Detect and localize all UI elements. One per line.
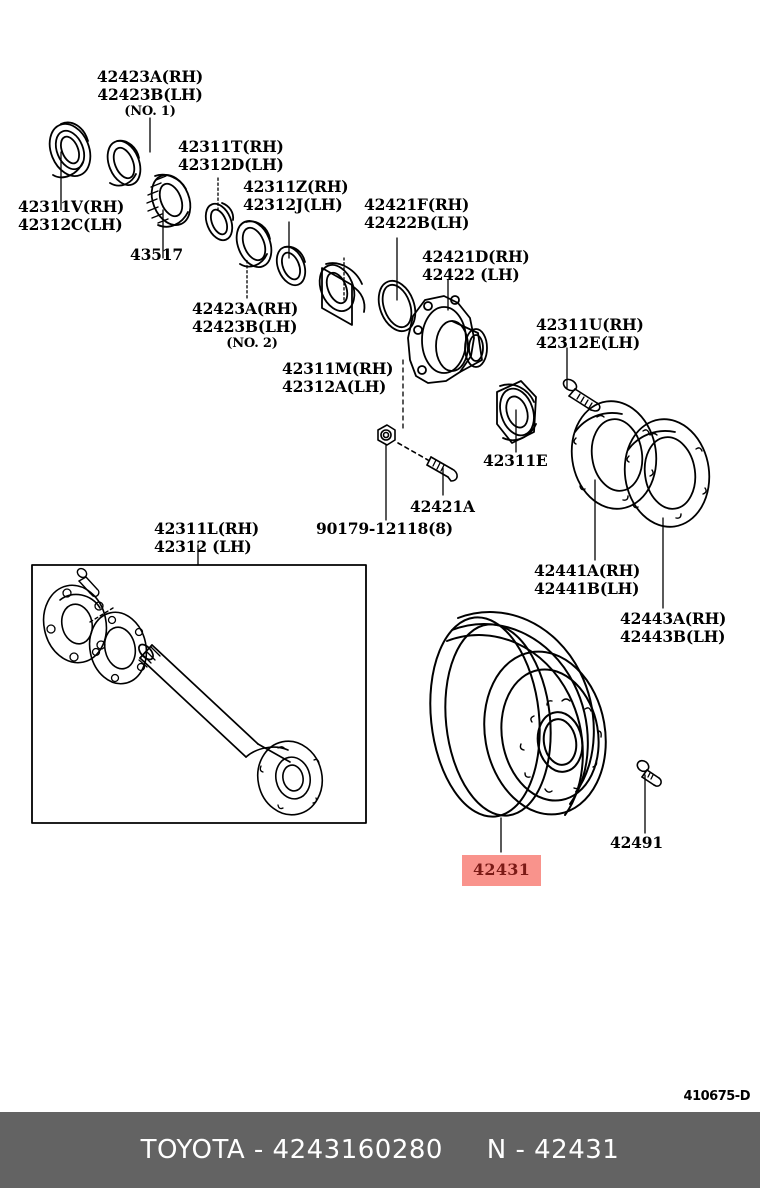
- footer-part-reference: TOYOTA - 4243160280 N - 42431: [140, 1135, 620, 1165]
- footer-bar: TOYOTA - 4243160280 N - 42431: [0, 1112, 760, 1188]
- part-label-42311z: 42311Z(RH) 42312J(LH): [243, 177, 349, 214]
- part-label-42311m: 42311M(RH) 42312A(LH): [282, 359, 394, 396]
- part-label-43517: 43517: [130, 245, 183, 264]
- part-label-no1-suffix: (NO. 1): [124, 104, 176, 119]
- part-label-42423a-no2: 42423A(RH) 42423B(LH): [192, 299, 299, 336]
- part-label-42491: 42491: [610, 833, 663, 852]
- part-label-90179: 90179-12118(8): [316, 519, 453, 538]
- part-label-42441a: 42441A(RH) 42441B(LH): [534, 561, 641, 598]
- part-label-42421a: 42421A: [410, 497, 475, 516]
- diagram-code: 410675-D: [683, 1089, 751, 1104]
- part-label-42423a-no1: 42423A(RH) 42423B(LH): [96, 67, 204, 104]
- part-label-no2-suffix: (NO. 2): [226, 336, 278, 351]
- part-label-42431-highlighted: 42431: [462, 855, 542, 886]
- part-label-42443a: 42443A(RH) 42443B(LH): [620, 609, 727, 646]
- part-label-42311l: 42311L(RH) 42312 (LH): [154, 519, 260, 556]
- part-label-42311e: 42311E: [483, 451, 548, 470]
- part-label-42311v: 42311V(RH) 42312C(LH): [18, 197, 125, 234]
- part-label-42311u: 42311U(RH) 42312E(LH): [536, 315, 644, 352]
- part-label-42421f: 42421F(RH) 42422B(LH): [364, 195, 470, 232]
- part-label-42311t: 42311T(RH) 42312D(LH): [178, 137, 284, 174]
- part-label-42421d: 42421D(RH) 42422 (LH): [422, 247, 530, 284]
